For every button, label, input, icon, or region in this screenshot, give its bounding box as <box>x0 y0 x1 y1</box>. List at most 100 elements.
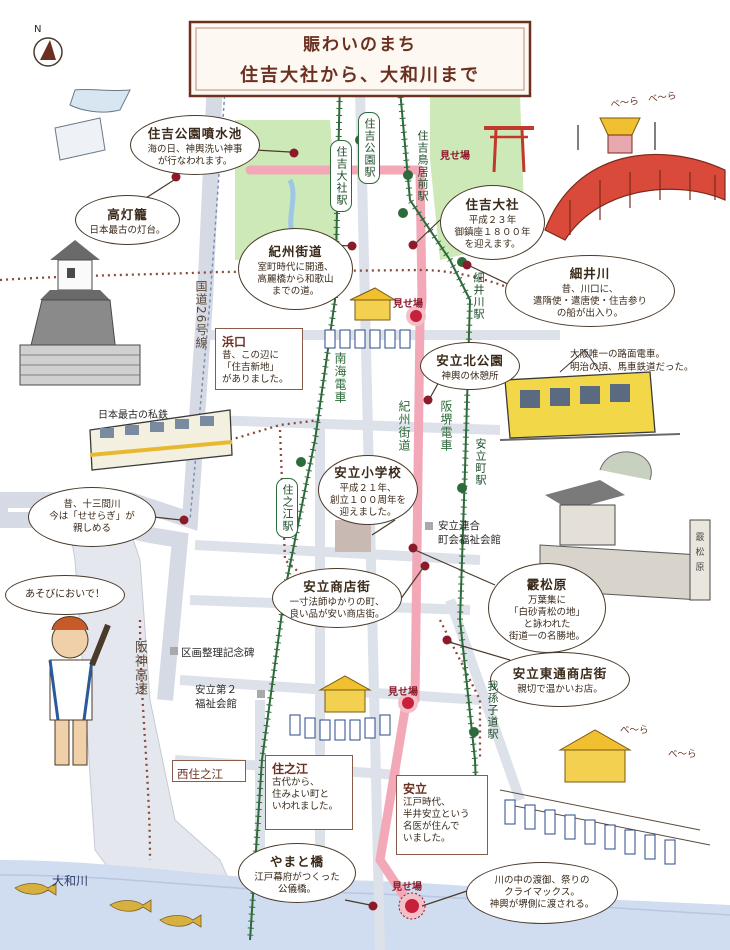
hanshin-expressway <box>64 499 261 950</box>
fish-icon <box>14 882 202 928</box>
box-anryu[interactable]: 安立 江戸時代、 半井安立という 名医が住んで いました。 <box>396 775 488 855</box>
bubble-desc: 海の日、神輿洗い神事が行なわれます。 <box>147 143 243 167</box>
station-anryucho[interactable]: 安立町駅 <box>474 438 487 486</box>
bubble-desc: 昔、川口に、 遣隋使・遣唐使・住吉参り の船が出入り。 <box>532 283 647 319</box>
mise-ba-markers <box>398 306 426 920</box>
mise-ba-label: 見せ場 <box>440 151 470 162</box>
bubble-desc: 江戸幕府がつくった 公儀橋。 <box>254 871 340 895</box>
bubble-desc: 平成２１年、 創立１００周年を 迎えました。 <box>329 482 406 518</box>
label-hankai: 阪堺電車 <box>439 400 453 452</box>
fountain-icon <box>54 88 131 161</box>
station-sumiyoshi-koen[interactable]: 住吉公園駅 <box>358 112 380 184</box>
school-building <box>335 520 371 552</box>
box-sumie[interactable]: 住之江 古代から、 住みよい町と いわれました。 <box>265 755 353 830</box>
station-sumie[interactable]: 住之江駅 <box>276 478 298 538</box>
station-dot <box>457 483 467 493</box>
yamato-river <box>0 860 730 950</box>
bubble-sumiyoshi-taisha[interactable]: 住吉大社 平成２３年 御鎮座１８００年 を迎えます。 <box>440 185 545 260</box>
pin-icon <box>179 515 189 525</box>
drum-bridge-icon <box>544 117 726 241</box>
lighthouse-icon <box>19 240 141 386</box>
mise-ba-label: 見せ場 <box>388 687 418 698</box>
bubble-title: 高灯籠 <box>107 206 148 222</box>
bubble-kishu-kaido[interactable]: 紀州街道 室町時代に開通、 高麗橋から和歌山 までの道。 <box>238 228 353 310</box>
pin-icon <box>408 240 418 250</box>
bubble-anryu-higashi[interactable]: 安立東通商店街 親切で温かいお店。 <box>490 652 630 707</box>
label-streetcar-note: 大阪唯一の路面電車。 明治の頃、馬車鉄道だった。 <box>570 349 694 373</box>
bubble-title: 安立東通商店街 <box>512 666 608 681</box>
bubble-title: やまと橋 <box>269 853 324 869</box>
station-sumiyoshi-taisha[interactable]: 住吉大社駅 <box>330 140 352 212</box>
station-abikomichi[interactable]: 我孫子道駅 <box>486 680 499 740</box>
mise-ba-label: 見せ場 <box>392 882 422 893</box>
station-sumiyoshi-toriimae[interactable]: 住吉鳥居前駅 <box>416 130 429 202</box>
sumiyoshi-park <box>235 120 340 260</box>
bubble-desc: 昔、十三間川 今は「せせらぎ」が 親しめる <box>49 499 135 534</box>
bubble-anryu-shotengai[interactable]: 安立商店街 一寸法師ゆかりの町、 良い品が安い商店街。 <box>272 568 402 628</box>
bubble-desc: 一寸法師ゆかりの町、 良い品が安い商店街。 <box>289 596 385 620</box>
station-dot <box>403 170 413 180</box>
mascot-icon <box>48 616 111 766</box>
box-title: 安立 <box>403 782 428 796</box>
pin-icon <box>289 148 299 158</box>
festival-route <box>245 165 427 910</box>
label-hanshin: 阪神高速 <box>132 640 147 696</box>
bubble-asobini[interactable]: あそびにおいで！ <box>5 575 125 615</box>
label-bera2: べ～ら <box>620 725 649 736</box>
building-marker <box>170 647 178 655</box>
bubble-title: 住吉公園噴水池 <box>147 125 243 141</box>
bubble-title: 安立商店街 <box>303 578 371 594</box>
monument-char: 霰 <box>695 532 704 543</box>
label-kukaku-seiri: 区画整理記念碑 <box>181 647 255 659</box>
building-marker <box>257 690 265 698</box>
pin-icon <box>171 172 181 182</box>
bubble-jusankengawa[interactable]: 昔、十三間川 今は「せせらぎ」が 親しめる <box>28 487 156 547</box>
train-icon <box>89 409 233 471</box>
bubble-sumiyoshi-park-fountain[interactable]: 住吉公園噴水池 海の日、神輿洗い神事が行なわれます。 <box>130 115 260 175</box>
compass-n: N <box>34 24 42 35</box>
bubble-desc: 日本最古の灯台。 <box>89 224 166 236</box>
station-dot <box>469 727 479 737</box>
bubble-desc: 親切で温かいお店。 <box>517 684 603 695</box>
bubble-title: 住吉大社 <box>465 197 520 212</box>
bubble-desc: 川の中の渡御、祭りの クライマックス。 神輿が堺側に渡される。 <box>489 875 595 910</box>
bubble-title: 霰松原 <box>526 576 568 592</box>
bubble-anryu-kita-park[interactable]: 安立北公園 神輿の休憩所 <box>420 342 520 390</box>
label-oldest-railway: 日本最古の私鉄 <box>98 410 168 421</box>
bubble-desc: 万葉集に 「白砂青松の地」 と詠われた 街道一の名勝地。 <box>508 594 585 642</box>
bubble-river-crossing[interactable]: 川の中の渡御、祭りの クライマックス。 神輿が堺側に渡される。 <box>466 862 618 924</box>
page-title: 賑わいのまち 住吉大社から、大和川まで <box>190 30 530 87</box>
label-bera3: べ～ら <box>668 749 697 760</box>
pin-icon <box>462 260 472 270</box>
bubble-hosoigawa[interactable]: 細井川 昔、川口に、 遣隋使・遣唐使・住吉参り の船が出入り。 <box>505 255 675 327</box>
station-dot <box>398 208 408 218</box>
box-hamaguchi[interactable]: 浜口 昔、この辺に 「住吉新地」 がありました。 <box>215 328 303 390</box>
bubble-yamato-bridge[interactable]: やまと橋 江戸幕府がつくった 公儀橋。 <box>238 843 356 903</box>
building-marker <box>425 522 433 530</box>
bubble-takadoro[interactable]: 高灯籠 日本最古の灯台。 <box>75 195 180 245</box>
bubble-anryu-school[interactable]: 安立小学校 平成２１年、 創立１００周年を 迎えました。 <box>318 455 418 525</box>
bubble-kasumatsubara[interactable]: 霰松原 万葉集に 「白砂青松の地」 と詠われた 街道一の名勝地。 <box>488 563 606 653</box>
bubble-desc: 平成２３年 御鎮座１８００年 を迎えます。 <box>454 215 531 250</box>
label-text: 西住之江 <box>177 767 223 781</box>
torii-icon <box>484 126 534 173</box>
bubble-title: 安立小学校 <box>334 464 402 480</box>
mikoshi-icon <box>499 729 711 865</box>
label-route26: 国道26号線 <box>194 280 208 350</box>
pin-icon <box>368 901 378 911</box>
bubble-title: 紀州街道 <box>268 243 323 259</box>
bubble-desc: 室町時代に開通、 高麗橋から和歌山 までの道。 <box>257 261 334 297</box>
compass-icon <box>33 37 63 67</box>
box-title: 住之江 <box>272 762 309 776</box>
mikoshi-icon <box>324 287 411 349</box>
label-kishu-kaido: 紀州街道 <box>397 400 411 452</box>
pin-icon <box>442 635 452 645</box>
monument-char: 原 <box>695 562 704 573</box>
station-hosoigawa[interactable]: 細井川駅 <box>472 272 485 320</box>
label-anryu-fukushi2-2: 福祉会館 <box>195 698 237 710</box>
box-desc: 昔、この辺に 「住吉新地」 がありました。 <box>222 350 289 385</box>
building-markers <box>170 522 433 698</box>
bubble-title: 安立北公園 <box>436 352 504 368</box>
box-title: 浜口 <box>222 335 247 349</box>
box-desc: 江戸時代、 半井安立という 名医が住んで いました。 <box>403 797 470 844</box>
